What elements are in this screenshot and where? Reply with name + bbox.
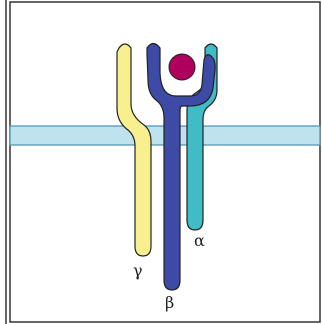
ligand-ball <box>169 54 195 80</box>
beta-label: β <box>165 293 174 312</box>
alpha-label: α <box>194 231 205 250</box>
gamma-label: γ <box>133 261 143 280</box>
gamma-chain <box>117 44 151 256</box>
beta-chain <box>147 44 215 291</box>
